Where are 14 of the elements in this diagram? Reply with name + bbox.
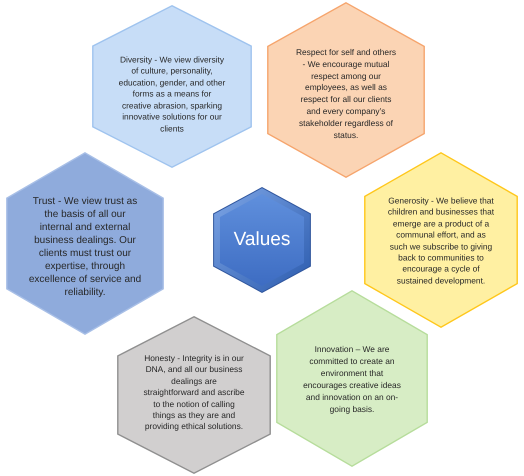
value-description: Trust - We view trust as the basis of all our internal and external business dealings. Our clients must trust our expertise, through excellence of service and reliability. bbox=[28, 194, 142, 298]
center-label: Values bbox=[232, 229, 292, 251]
value-description: Generosity - We believe that children and businesses that emerge are a product of a communal effort, and as such we subscribe to giving back to communities to encourage a cycle of sustained development. bbox=[386, 195, 496, 287]
hexagon bbox=[364, 152, 518, 328]
hexagon bbox=[92, 5, 252, 168]
hexagon bbox=[267, 2, 425, 178]
hexagon bbox=[6, 152, 164, 335]
hexagon bbox=[276, 290, 428, 467]
value-description: Respect for self and others - We encourage mutual respect among our employees, as well as respect for all our clients and every company’s stakeholder regardless of status. bbox=[294, 46, 398, 142]
center-hexagon bbox=[213, 187, 311, 293]
value-description: Diversity - We view diversity of culture, personality, education, gender, and other forms as a means for creative abrasion, sparking innovative solutions for our clients bbox=[118, 54, 226, 136]
value-description: Innovation – We are committed to create an environment that encourages creative ideas and innovation on an on-going basis. bbox=[302, 342, 402, 414]
value-description: Honesty - Integrity is in our DNA, and all our business dealings are straightforward and ascribe to the notion of calling things as they are and providing ethical solutions. bbox=[142, 353, 246, 433]
hexagon bbox=[117, 316, 271, 474]
